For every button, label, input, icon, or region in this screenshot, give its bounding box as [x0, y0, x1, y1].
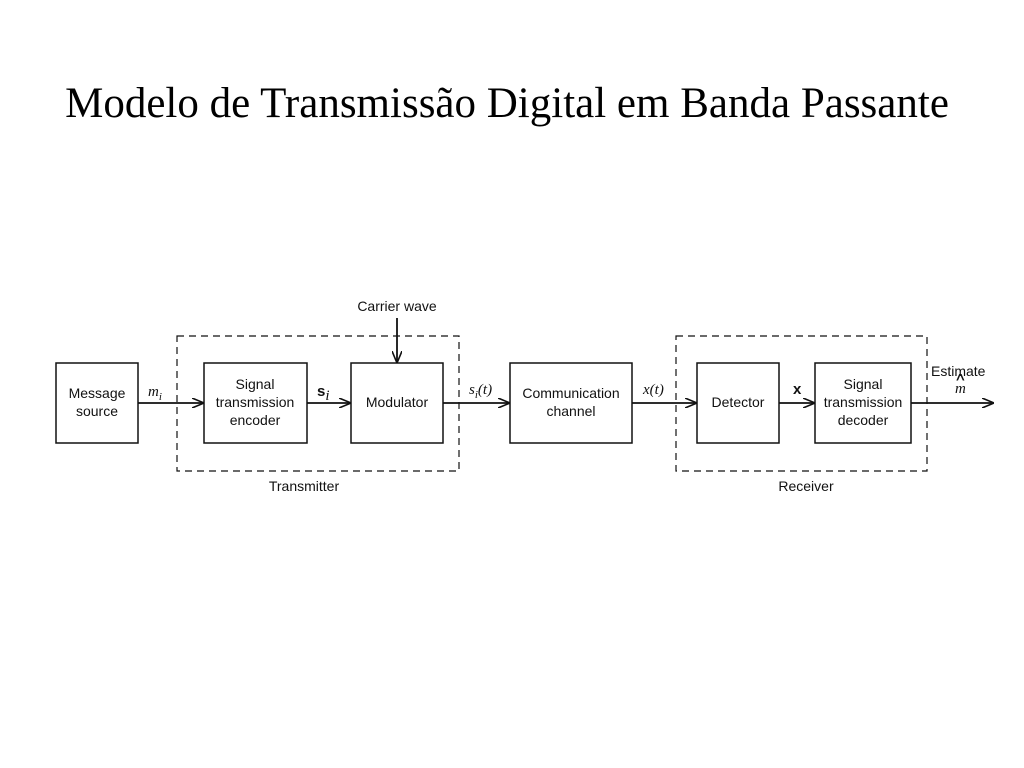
- encoder-block: Signal transmission encoder: [203, 362, 308, 444]
- channel-block: Communication channel: [509, 362, 633, 444]
- channel-line-1: Communication: [522, 385, 619, 401]
- encoder-line-2: transmission: [216, 394, 295, 410]
- message-source-line-1: Message: [69, 385, 126, 401]
- transmitter-label: Transmitter: [269, 478, 340, 494]
- decoder-line-2: transmission: [824, 394, 903, 410]
- estimate-label: Estimate: [931, 363, 986, 379]
- signal-s-vector: si: [317, 383, 330, 404]
- estimate-hat-accent: ^: [956, 371, 965, 388]
- decoder-line-1: Signal: [844, 376, 883, 392]
- encoder-line-1: Signal: [236, 376, 275, 392]
- detector-label: Detector: [712, 394, 765, 410]
- message-source-line-2: source: [76, 403, 118, 419]
- slide-title: Modelo de Transmissão Digital em Banda P…: [65, 80, 949, 127]
- decoder-line-3: decoder: [838, 412, 889, 428]
- decoder-block: Signal transmission decoder: [814, 362, 912, 444]
- modulator-block: Modulator: [350, 362, 444, 444]
- detector-block: Detector: [696, 362, 780, 444]
- signal-x-t: x(t): [642, 382, 664, 398]
- estimate-m-hat: m: [955, 381, 966, 397]
- modulator-label: Modulator: [366, 394, 429, 410]
- signal-x-vector: x: [793, 381, 802, 398]
- carrier-wave-label: Carrier wave: [357, 298, 437, 314]
- signal-m-i: mi: [148, 384, 162, 403]
- receiver-label: Receiver: [778, 478, 834, 494]
- encoder-line-3: encoder: [230, 412, 281, 428]
- message-source-block: Message source: [55, 362, 139, 444]
- channel-line-2: channel: [546, 403, 595, 419]
- signal-s-i-t: si(t): [469, 382, 492, 401]
